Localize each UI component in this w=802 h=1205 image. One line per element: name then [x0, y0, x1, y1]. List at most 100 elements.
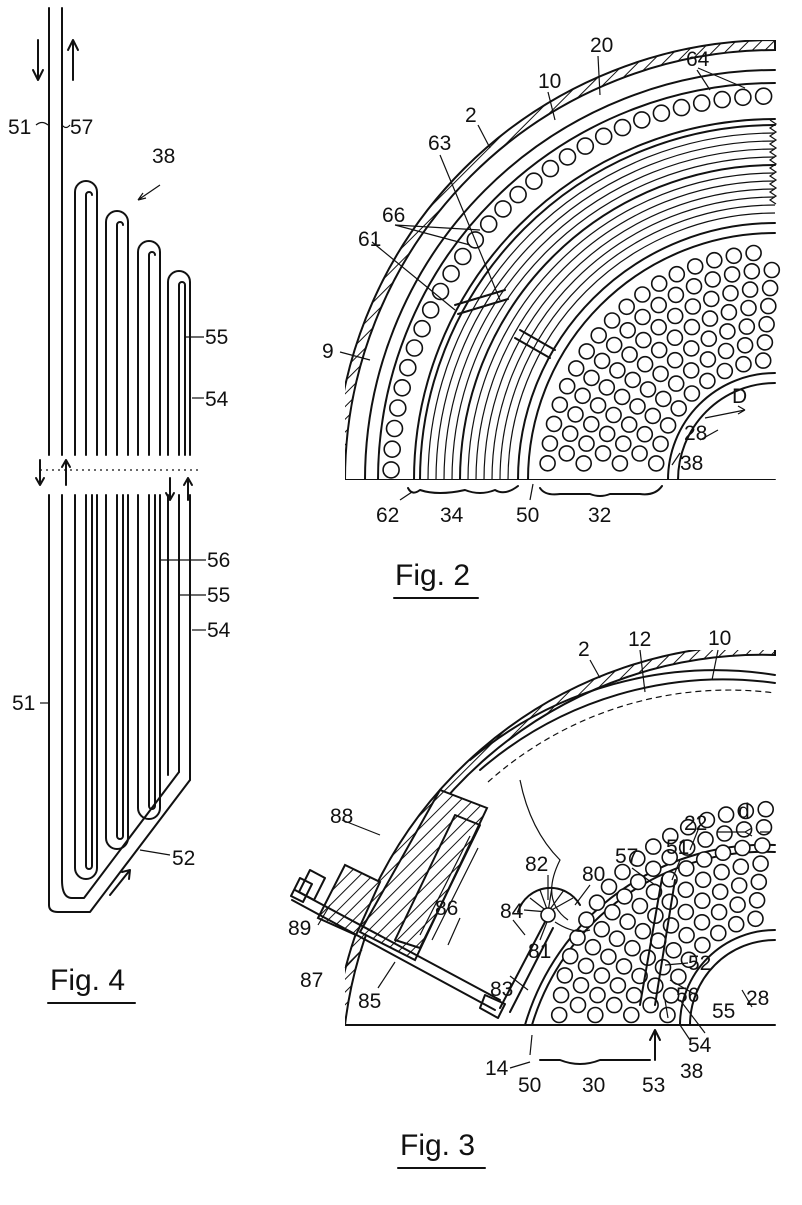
fig3-caption: Fig. 3 [400, 1129, 475, 1162]
fig3-bundle-tube [679, 818, 697, 836]
fig3-bundle-tube [569, 996, 587, 1014]
fig3-bundle-tube [661, 848, 679, 866]
fig2-ring-tube [594, 127, 613, 146]
fig2-bundle-tube [684, 298, 702, 315]
fig2-ring-tube [393, 378, 412, 397]
fig2-bundle-tube [701, 310, 719, 327]
fig2-ring-tube [405, 339, 424, 357]
fig3-bundle-tube [593, 920, 611, 938]
fig2-ring-tube [453, 247, 472, 266]
fig3-bundle-tube [625, 986, 643, 1004]
fig2-bundle-tube [754, 352, 772, 369]
fig3-label-85: 85 [358, 990, 381, 1013]
fig2-ring-tube [398, 358, 417, 377]
fig3-bundle-tube [713, 863, 730, 881]
fig2-bundle-tube [613, 388, 631, 406]
fig3-label-14: 14 [485, 1057, 509, 1080]
fig2-bundle-tube [644, 407, 662, 425]
fig3-bundle-tube [729, 896, 746, 914]
fig2-bundle-tube [740, 299, 757, 317]
fig2-label-62: 62 [376, 504, 399, 527]
fig2-reference-numerals: 64 10 20 2 63 66 61 9 D 28 38 62 34 50 3… [322, 34, 747, 599]
fig3-bundle-tube [747, 910, 764, 928]
fig3-label-56: 56 [676, 984, 699, 1007]
fig2-bundle-tube [650, 275, 668, 292]
fig2-bundle-tube [574, 387, 591, 405]
fig2-label-28: 28 [684, 422, 707, 445]
fig3-bundle-tube [732, 858, 750, 876]
fig3-bundle-tube [694, 936, 711, 954]
fig2-bundle-tube [735, 355, 752, 373]
fig3-bundle-tube [578, 911, 595, 929]
fig3-label-88: 88 [330, 805, 353, 828]
fig2-bundle-tube [618, 298, 636, 316]
fig3-bundle-tube [628, 850, 646, 867]
fig2-bundle-tube [761, 279, 779, 297]
fig2-bundle-tube [666, 351, 684, 369]
fig2-bundle-tube [539, 454, 556, 472]
fig3-bundle-tube [662, 917, 680, 934]
fig2-bundle-tube [763, 261, 781, 279]
fig2-bundle-tube [682, 362, 700, 379]
fig3-label-22: 22 [684, 812, 707, 835]
fig4-label-56: 56 [207, 549, 230, 572]
fig3-bundle-tube [661, 827, 679, 845]
fig3-tube-bundle [550, 800, 775, 1024]
fig2-label-61: 61 [358, 228, 381, 251]
fig2-bundle-tube [541, 435, 559, 452]
fig3-label-82: 82 [525, 853, 548, 876]
fig3-bundle-tube [753, 837, 771, 854]
fig3-bundle-tube [678, 926, 695, 944]
fig2-ring-tube [431, 282, 450, 301]
fig2-leaders [339, 55, 746, 501]
fig3-label-d: d [738, 800, 750, 823]
fig2-bundle-tube [578, 435, 595, 452]
fig2-bundle-tube [583, 369, 600, 387]
fig4-label-55-lower: 55 [207, 584, 230, 607]
fig3-bundle-tube [619, 913, 636, 931]
fig3-bundle-tube [711, 883, 729, 901]
fig3-bundle-tube [550, 1006, 568, 1024]
fig2-ring-tube [734, 88, 752, 107]
fig2-ring-tube [613, 118, 632, 137]
fig2-bundle-tube [704, 271, 722, 288]
fig3-bundle-tube [752, 855, 769, 872]
fig3-bundle-tube [678, 839, 696, 856]
fig4-label-51-lower: 51 [12, 692, 35, 715]
fig3-bundle-tube [634, 922, 652, 940]
fig2-bundle-tube [719, 323, 736, 340]
fig2-ring-tube [692, 94, 711, 112]
fig2-bundle-tube [685, 277, 703, 295]
fig3-label-57: 57 [615, 845, 638, 868]
fig3-label-53: 53 [642, 1074, 665, 1097]
fig3-bundle-tube [608, 930, 626, 948]
fig3-bundle-tube [586, 1006, 604, 1024]
fig2-ring-tube [558, 148, 577, 166]
fig2-bundle-tube [654, 390, 672, 408]
fig2-bundle-tube [635, 331, 652, 349]
fig2-bundle-tube [598, 379, 616, 396]
fig2-ring-tube [479, 215, 498, 233]
fig3-label-81: 81 [528, 940, 551, 963]
fig2-bundle-tube [594, 445, 612, 462]
fig2-bundle-tube [624, 371, 642, 389]
fig3-bundle-tube [584, 938, 602, 956]
fig2-bundle-tube [725, 247, 743, 265]
fig2-bundle-tube [621, 346, 638, 363]
fig2-label-2: 2 [465, 104, 477, 127]
fig2-bundle-tube [652, 365, 669, 383]
fig3-bundle-tube [589, 986, 606, 1004]
fig3-label-30: 30 [582, 1074, 605, 1097]
fig2-ring-tube [413, 319, 431, 338]
fig3-bundle-tube [710, 903, 728, 921]
fig2-bundle-tube [699, 351, 717, 368]
fig3-bundle-tube [714, 844, 732, 862]
fig2-bundle-tube [593, 352, 611, 370]
fig3-bundle-tube [665, 941, 682, 959]
fig3-bundle-tube [624, 939, 641, 957]
fig2-ring-tube [525, 172, 543, 190]
fig2-label-34: 34 [440, 504, 464, 527]
fig3-bundle-tube [757, 800, 775, 818]
fig3-label-89: 89 [288, 917, 311, 940]
